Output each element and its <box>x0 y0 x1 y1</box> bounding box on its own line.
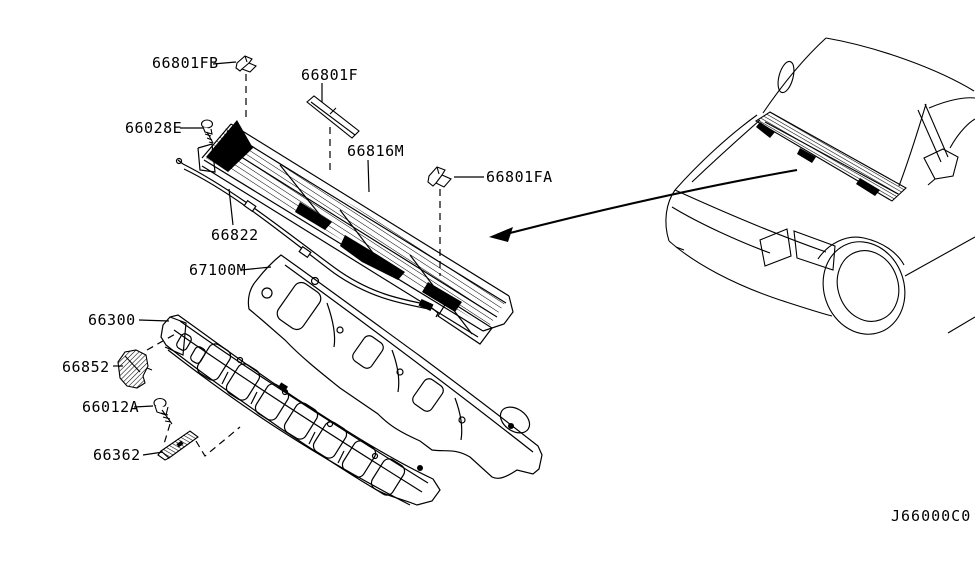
cowl-lower-dash-assembly <box>160 314 441 506</box>
bolt-66012A <box>153 397 173 425</box>
cowl-top-seal-rod <box>175 157 439 318</box>
bracket-66852 <box>117 349 153 389</box>
bracket-66362 <box>157 430 199 461</box>
screw-66028E <box>200 119 214 144</box>
part-label-66801FA[interactable]: 66801FA <box>486 168 553 186</box>
part-label-66816M[interactable]: 66816M <box>347 142 405 160</box>
clip-66801FB <box>235 55 257 73</box>
part-label-66362[interactable]: 66362 <box>93 446 141 464</box>
diagram-code: J66000C0 <box>891 507 972 525</box>
dash-upper-panel <box>247 254 543 479</box>
part-label-66012A[interactable]: 66012A <box>82 398 140 416</box>
vehicle-illustration <box>665 37 975 335</box>
part-label-66822[interactable]: 66822 <box>211 226 259 244</box>
part-label-66300[interactable]: 66300 <box>88 311 136 329</box>
leader-lines <box>113 61 484 456</box>
part-label-66028E[interactable]: 66028E <box>125 119 183 137</box>
part-label-67100M[interactable]: 67100M <box>189 261 247 279</box>
location-arrow <box>489 169 798 242</box>
clip-66801FA <box>427 166 452 188</box>
part-label-66852[interactable]: 66852 <box>62 358 110 376</box>
part-label-66801F[interactable]: 66801F <box>301 66 359 84</box>
seal-strip-66801F <box>306 95 360 139</box>
part-label-66801FB[interactable]: 66801FB <box>152 54 219 72</box>
cowl-top-grille-assembly <box>197 120 514 345</box>
